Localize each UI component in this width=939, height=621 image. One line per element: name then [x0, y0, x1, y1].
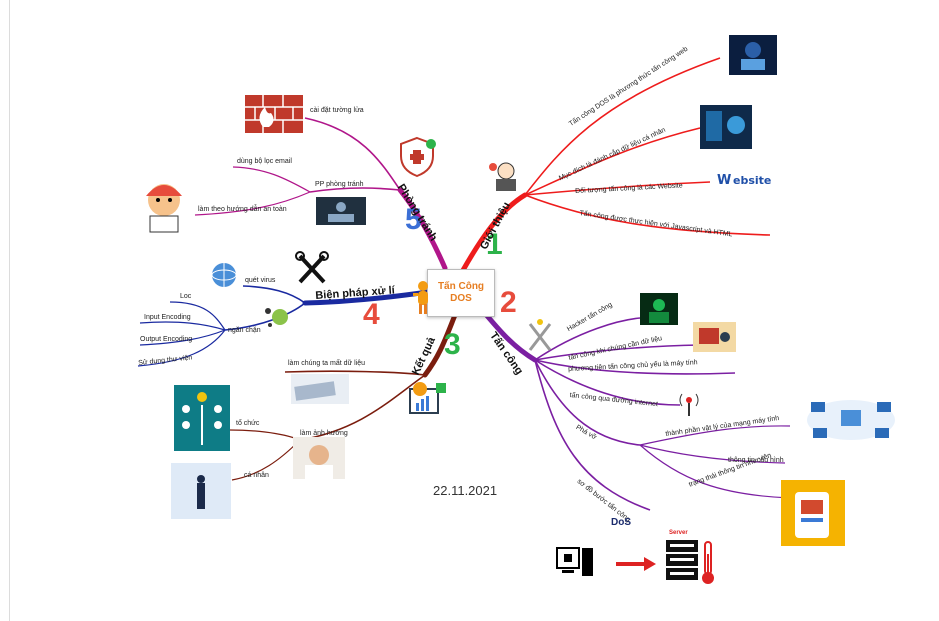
- globe-icon: [211, 263, 237, 287]
- stressed-person-icon: [293, 437, 345, 479]
- leaf-5-2-1: dùng bộ lọc email: [237, 158, 292, 165]
- report-icon: [409, 382, 446, 414]
- network-icon: [807, 400, 895, 440]
- central-topic-line1: Tấn Công: [437, 281, 485, 292]
- matrix-hacker-icon: [640, 293, 678, 325]
- leaf-3-2: làm ảnh hưởng: [300, 430, 348, 437]
- leaf-5-1: cài đặt tường lửa: [310, 107, 364, 114]
- leaf-4-2-2: Input Encoding: [144, 314, 191, 321]
- cartoon-boy-icon: [146, 184, 182, 233]
- date-label: 22.11.2021: [433, 483, 498, 498]
- svg-text:ebsite: ebsite: [733, 174, 771, 187]
- avatar-thinking-icon: [489, 162, 516, 191]
- thermometer-icon: [702, 541, 714, 584]
- tools-icon: [295, 251, 329, 284]
- hacker-computer-icon: [316, 197, 366, 225]
- firewall-icon: [245, 95, 303, 133]
- leaf-3-2-1: tổ chức: [236, 420, 260, 427]
- crossed-swords-icon: [528, 319, 552, 351]
- data-request-icon: [693, 322, 736, 352]
- leaf-2-5-2: thông tin cấu hình: [728, 457, 784, 464]
- org-tree-icon: [174, 385, 230, 451]
- leaf-3-1: làm chúng ta mất dữ liệu: [288, 360, 366, 367]
- page-edge: [9, 0, 10, 621]
- hacker-laptop-icon: [729, 35, 777, 75]
- virus-icon: [265, 308, 288, 327]
- leaf-4-2: ngăn chặn: [228, 327, 261, 334]
- website-icon: W ebsite: [713, 166, 771, 192]
- leaf-4-2-1: Loc: [180, 293, 192, 300]
- branch-number-1: 1: [486, 228, 503, 261]
- computer-icon: [556, 547, 593, 576]
- central-topic-line2: DOS: [450, 293, 472, 304]
- phone-info-icon: [781, 480, 845, 546]
- central-topic[interactable]: Tấn Công DOS: [427, 269, 495, 317]
- leaf-4-1: quét virus: [245, 277, 276, 284]
- leaf-3-2-2: cá nhân: [244, 472, 269, 479]
- branch-number-2: 2: [500, 286, 517, 319]
- arrow-icon: [616, 557, 656, 571]
- antenna-icon: [679, 393, 699, 416]
- leaf-5-2-2: làm theo hướng dẫn an toàn: [198, 206, 287, 213]
- branch-number-3: 3: [444, 328, 461, 361]
- dos-label: DoS: [611, 517, 631, 528]
- leaf-4-2-3: Output Encoding: [140, 336, 193, 343]
- server-label: Server: [669, 530, 688, 536]
- branch-number-5: 5: [405, 203, 422, 236]
- svg-text:W: W: [717, 173, 731, 188]
- person-figure-icon: [413, 281, 428, 314]
- server-icon: [666, 540, 698, 580]
- business-person-icon: [171, 463, 231, 519]
- data-loss-icon: [291, 374, 349, 404]
- branch-number-4: 4: [363, 298, 380, 331]
- data-theft-icon: [700, 105, 752, 149]
- leaf-5-2: PP phòng tránh: [315, 181, 364, 188]
- shield-icon: [400, 136, 436, 178]
